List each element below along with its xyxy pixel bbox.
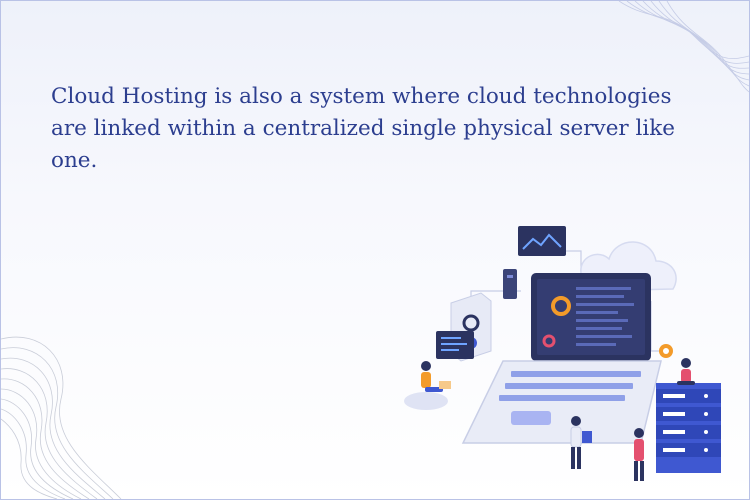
person-icon xyxy=(570,416,592,469)
slide-statement: Cloud Hosting is also a system where clo… xyxy=(51,84,676,173)
cloud-hosting-illustration xyxy=(404,226,721,481)
decorative-wave-bottom-left xyxy=(1,336,122,499)
monitor-chart-icon xyxy=(518,226,566,256)
person-icon xyxy=(404,331,474,410)
decorative-wave-top-right xyxy=(618,1,749,93)
server-rack-icon xyxy=(656,358,721,473)
gear-icon xyxy=(659,344,673,358)
disk-icon xyxy=(503,269,517,299)
person-icon xyxy=(634,428,644,481)
laptop-icon xyxy=(461,273,662,444)
